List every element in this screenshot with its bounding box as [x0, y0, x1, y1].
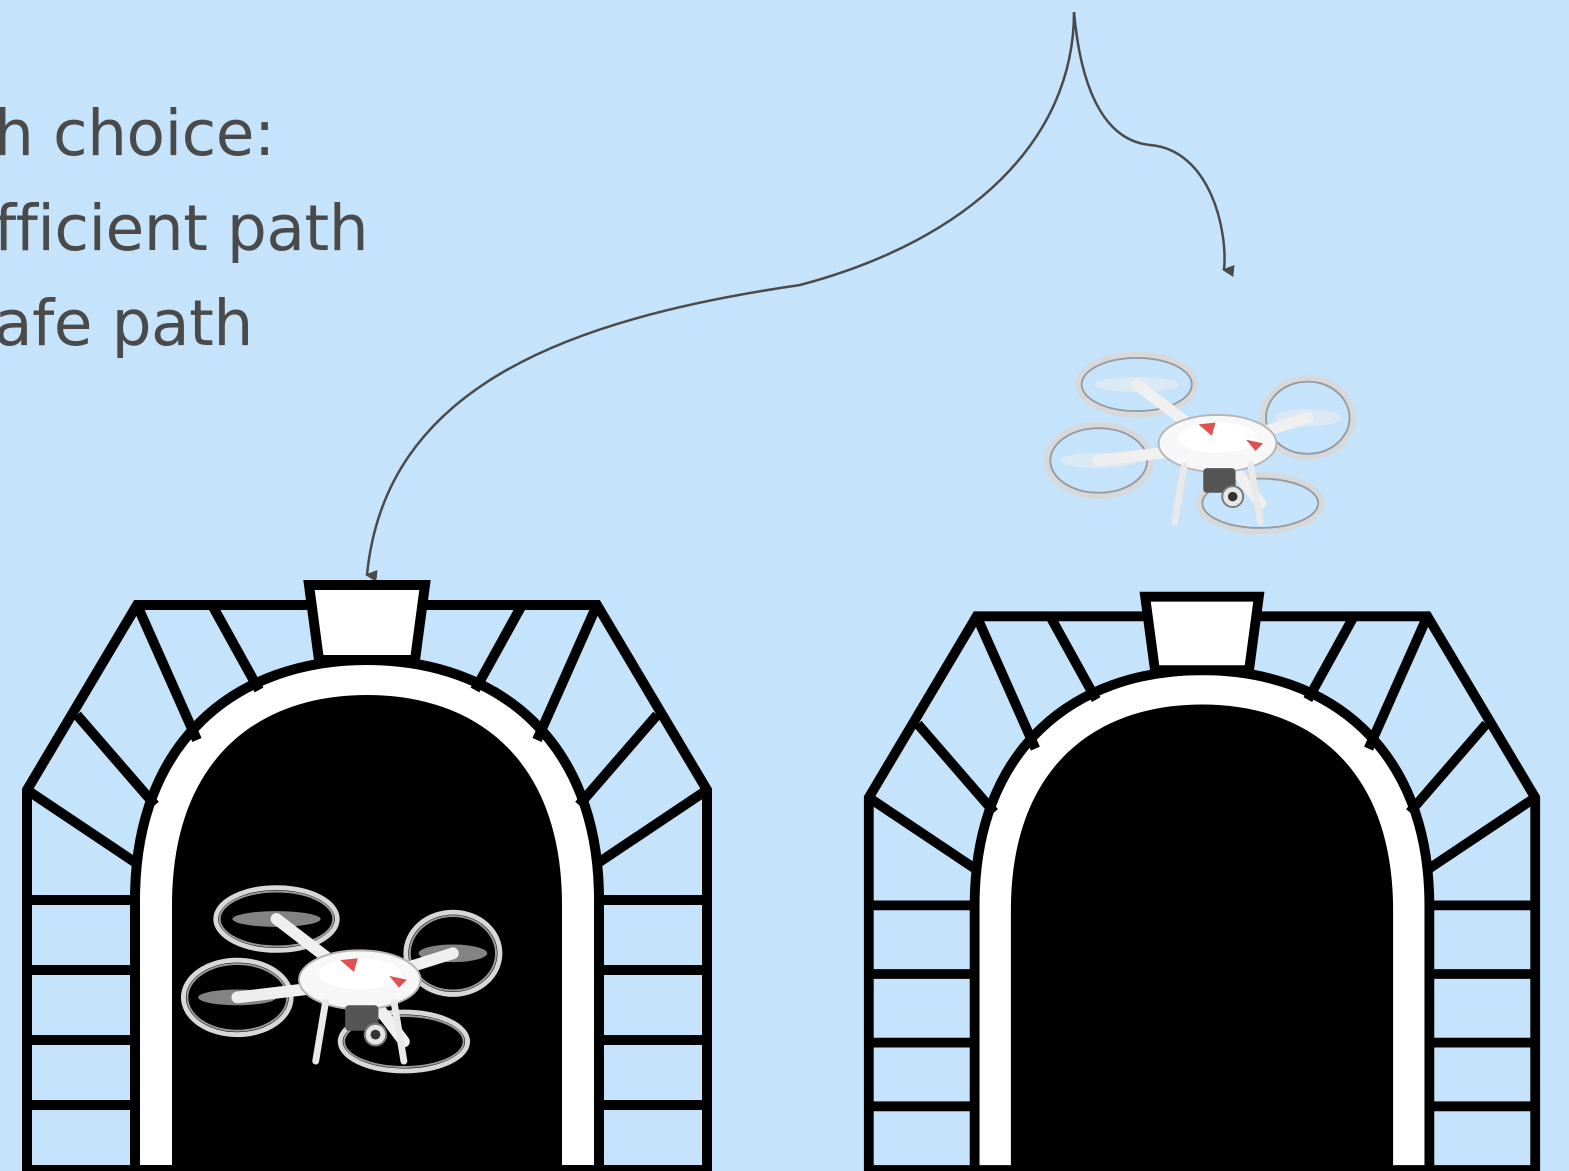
tunnel-left-icon	[27, 585, 707, 1170]
arrow-to-sky	[1074, 12, 1225, 270]
tunnel-right-icon	[869, 597, 1535, 1170]
drone-in-sky-icon	[1047, 354, 1354, 532]
arrow-to-tunnel	[367, 12, 1074, 575]
